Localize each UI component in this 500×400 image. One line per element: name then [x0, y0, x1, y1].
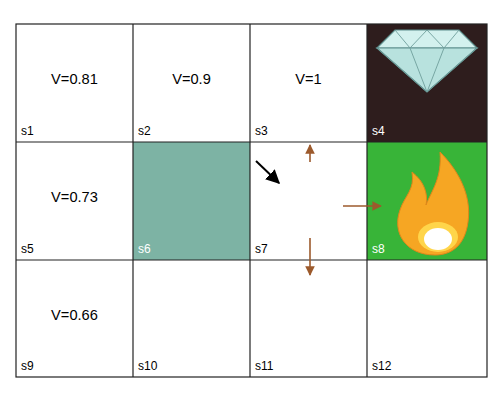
state-name: s8 — [372, 242, 385, 256]
state-name: s11 — [255, 359, 273, 373]
state-name: s4 — [372, 124, 385, 138]
action-arrow — [343, 205, 381, 207]
grid-cell: s4 — [367, 24, 487, 142]
state-name: s2 — [138, 124, 151, 138]
state-value: V=0.66 — [16, 307, 133, 323]
state-name: s12 — [372, 359, 391, 373]
grid-cell: V=0.73 s5 — [16, 142, 133, 260]
action-arrow — [309, 238, 311, 275]
state-value: V=0.73 — [16, 189, 133, 205]
state-name: s5 — [21, 242, 34, 256]
state-value: V=0.9 — [133, 71, 250, 87]
diamond-icon — [377, 30, 477, 92]
wall-cell — [133, 142, 250, 260]
grid-cell: s12 — [367, 260, 487, 377]
fire-icon — [398, 152, 469, 255]
action-arrow — [309, 145, 311, 162]
state-name: s1 — [21, 124, 34, 138]
grid-cell: s7 — [250, 142, 367, 260]
state-name: s3 — [255, 124, 268, 138]
state-name: s10 — [138, 359, 157, 373]
grid-cell: s10 — [133, 260, 250, 377]
state-value: V=1 — [250, 71, 367, 87]
state-name: s9 — [21, 359, 34, 373]
hazard-background — [367, 142, 487, 260]
grid-cell: s6 — [133, 142, 250, 260]
grid-cell: s8 — [367, 142, 487, 260]
state-value: V=0.81 — [16, 71, 133, 87]
grid-cell: V=1 s3 — [250, 24, 367, 142]
grid-cell: s11 — [250, 260, 367, 377]
grid-cell: V=0.81 s1 — [16, 24, 133, 142]
grid-cell: V=0.66 s9 — [16, 260, 133, 377]
goal-background — [367, 24, 487, 142]
agent-arrow — [256, 161, 279, 183]
state-name: s6 — [138, 242, 151, 256]
grid-lines — [16, 24, 487, 377]
grid-cell: V=0.9 s2 — [133, 24, 250, 142]
state-name: s7 — [255, 242, 268, 256]
